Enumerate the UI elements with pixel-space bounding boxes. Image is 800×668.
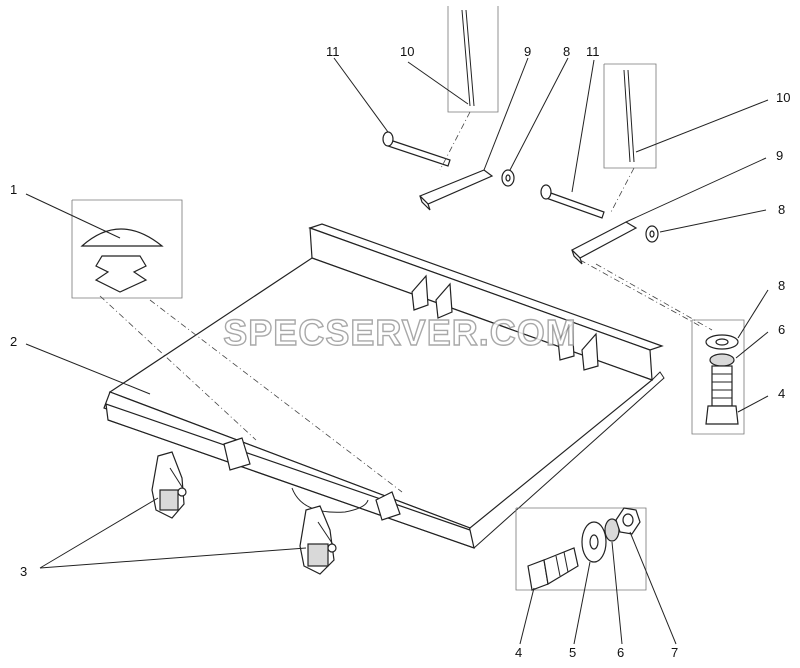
callout-11-right: 11: [586, 44, 600, 59]
strap-left: [223, 437, 251, 471]
callout-6-bottom: 6: [617, 645, 624, 660]
hinge-strap-right: [570, 221, 638, 265]
callout-4-right: 4: [778, 386, 785, 401]
callout-numbers: 1 2 3 4 4 5 6 6 7 8 8 8 9 9 10 10 11 11: [10, 44, 790, 660]
hinge-pin-left: [382, 131, 451, 167]
watermark: SPECSERVER.COM: [223, 312, 576, 353]
callout-10-top: 10: [400, 44, 414, 59]
detail-frame-bolt-bottom: [515, 507, 647, 591]
callout-4-bottom: 4: [515, 645, 522, 660]
leader-lines: [25, 57, 769, 645]
callout-8-top: 8: [563, 44, 570, 59]
callout-2: 2: [10, 334, 17, 349]
strap-right: [375, 491, 401, 521]
callout-3: 3: [20, 564, 27, 579]
latch-left: [151, 451, 187, 519]
callout-10-right: 10: [776, 90, 790, 105]
rail-bracket-left: [411, 274, 453, 319]
detail-frame-rivet: [71, 199, 183, 299]
assembly-centerlines: [99, 111, 713, 493]
rail-bracket-right: [557, 322, 599, 371]
callout-11-left: 11: [326, 44, 340, 59]
callout-9-top: 9: [524, 44, 531, 59]
washer-left: [501, 169, 515, 187]
callout-6-right: 6: [778, 322, 785, 337]
rod-right: [603, 63, 657, 169]
callout-7: 7: [671, 645, 678, 660]
rod-left: [447, 6, 499, 113]
detail-frame-bolt-right: [691, 319, 745, 435]
washer-right: [645, 225, 659, 243]
callout-9-right: 9: [776, 148, 783, 163]
callout-8-bottom: 8: [778, 278, 785, 293]
hinge-pin-right: [540, 184, 605, 219]
hinge-strap-left: [418, 169, 494, 211]
callout-5: 5: [569, 645, 576, 660]
latch-right: [299, 505, 337, 575]
callout-1: 1: [10, 182, 17, 197]
callout-8-mid: 8: [778, 202, 785, 217]
